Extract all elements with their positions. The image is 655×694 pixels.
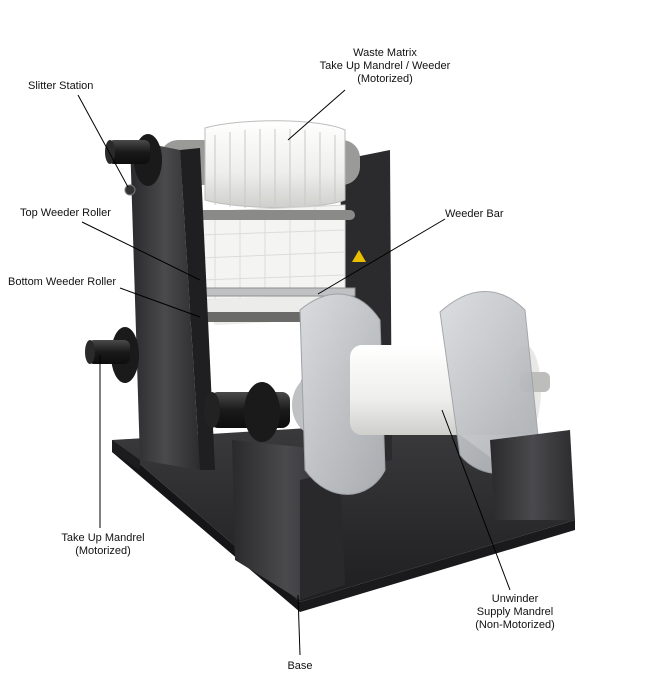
label-unwinder: Unwinder Supply Mandrel (Non-Motorized): [450, 593, 580, 632]
leader-top-weeder-roller: [81, 221, 201, 281]
left-frame: [112, 140, 215, 470]
leader-base: [297, 594, 301, 656]
label-take-up-mandrel-line1: Take Up Mandrel: [61, 532, 145, 544]
slitter-station: [124, 184, 136, 196]
top-shaft-hub: [105, 134, 162, 186]
leader-unwinder: [441, 409, 511, 591]
leader-weeder-bar: [317, 218, 446, 295]
label-unwinder-line2: Supply Mandrel: [476, 606, 554, 618]
label-weeder-bar: Weeder Bar: [445, 208, 504, 220]
warning-sticker: [352, 250, 366, 262]
label-base: Base: [287, 660, 313, 672]
leader-slitter-station: [77, 94, 129, 188]
take-up-mandrel: [85, 327, 139, 383]
label-take-up-mandrel-line2: (Motorized): [75, 545, 131, 557]
label-waste-matrix-line2: Take Up Mandrel / Weeder: [319, 60, 451, 72]
rear-support-block: [490, 430, 575, 520]
label-waste-matrix-line3: (Motorized): [357, 73, 413, 85]
label-waste-matrix: Waste Matrix Take Up Mandrel / Weeder (M…: [300, 47, 470, 86]
waste-matrix-roll: [160, 120, 360, 208]
label-bottom-weeder-roller: Bottom Weeder Roller: [8, 276, 117, 288]
leader-bottom-weeder-roller: [119, 287, 201, 318]
top-weeder-roller: [185, 210, 355, 220]
label-unwinder-line3: (Non-Motorized): [475, 619, 555, 631]
label-take-up-mandrel: Take Up Mandrel (Motorized): [38, 532, 168, 558]
label-top-weeder-roller: Top Weeder Roller: [20, 207, 111, 219]
label-slitter-station: Slitter Station: [28, 80, 94, 92]
leader-waste-matrix: [287, 89, 346, 141]
label-waste-matrix-line1: Waste Matrix: [353, 47, 417, 59]
unwinder-supply-roll: [299, 291, 550, 495]
leader-lines: [77, 89, 511, 656]
label-unwinder-line1: Unwinder: [491, 593, 539, 605]
